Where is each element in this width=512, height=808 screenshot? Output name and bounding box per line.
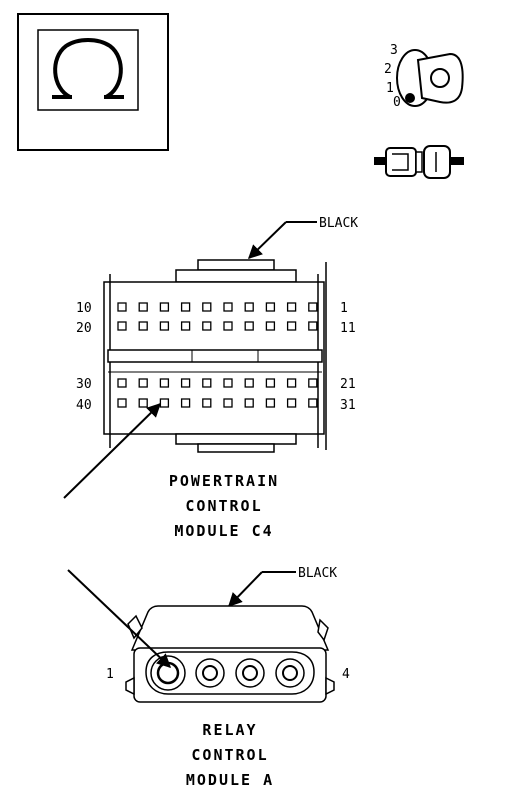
pcm-pin-cavity — [223, 398, 233, 408]
pcm-pin-cavity — [202, 378, 212, 388]
pcm-pin-cavity — [138, 321, 148, 331]
pcm-pin-cavity — [117, 321, 127, 331]
relay-connector: 1 4 — [106, 605, 350, 703]
pcm-title-line-2: CONTROL — [185, 497, 262, 515]
pcm-color-label: BLACK — [319, 216, 358, 231]
pcm-pin-cavity — [138, 302, 148, 312]
pcm-pin-cavity — [138, 378, 148, 388]
pcm-pin-cavity — [159, 302, 170, 312]
relay-pin-1 — [150, 655, 186, 691]
relay-pin-pointer-arrow — [67, 569, 172, 668]
pcm-pin-cavity — [159, 378, 170, 388]
pcm-pin-cavity — [308, 302, 318, 312]
pcm-pin-cavity — [180, 398, 191, 408]
pcm-pin-cavity — [202, 302, 212, 312]
pcm-pin-cavity — [180, 378, 191, 388]
pcm-pin-cavity — [138, 398, 148, 408]
key-position-3: 3 — [390, 43, 398, 58]
pcm-pin-cavity — [244, 302, 254, 312]
pin-label-11: 11 — [340, 321, 356, 336]
relay-pin-4 — [275, 658, 305, 688]
relay-title-line-2: CONTROL — [191, 746, 268, 764]
pin-label-20: 20 — [76, 321, 92, 336]
pcm-pin-cavity — [286, 321, 297, 331]
pcm-title-line-1: POWERTRAIN — [169, 472, 279, 490]
relay-pin-3 — [235, 658, 265, 688]
relay-title-line-1: RELAY — [202, 721, 257, 739]
pcm-pin-cavity — [117, 378, 127, 388]
pcm-pin-cavity — [180, 302, 191, 312]
pin-label-10: 10 — [76, 301, 92, 316]
relay-pin-label-4: 4 — [342, 667, 350, 682]
relay-color-label: BLACK — [298, 566, 337, 581]
relay-pin-label-1: 1 — [106, 667, 114, 682]
pin-label-40: 40 — [76, 398, 92, 413]
pcm-pin-cavity — [265, 398, 276, 408]
key-position-1: 1 — [386, 81, 394, 96]
pcm-pin-grid — [117, 302, 318, 408]
pcm-connector — [103, 259, 327, 453]
pcm-pin-cavity — [180, 321, 191, 331]
pcm-pin-cavity — [265, 378, 276, 388]
pcm-pin-cavity — [286, 398, 297, 408]
ignition-key-icon: 3 2 1 0 — [384, 43, 464, 110]
pcm-pin-cavity — [286, 378, 297, 388]
pcm-pin-cavity — [159, 321, 170, 331]
pin-label-30: 30 — [76, 377, 92, 392]
pcm-title-line-3: MODULE C4 — [174, 522, 273, 540]
relay-pin-2 — [195, 658, 225, 688]
pcm-pin-cavity — [286, 302, 297, 312]
pcm-pin-cavity — [244, 398, 254, 408]
pcm-color-callout: BLACK — [247, 216, 358, 259]
connector-icon — [374, 145, 464, 179]
relay-title-line-3: MODULE A — [186, 771, 274, 789]
pcm-pin-cavity — [202, 321, 212, 331]
pcm-pin-cavity — [223, 302, 233, 312]
pcm-pin-cavity — [117, 302, 127, 312]
key-position-2: 2 — [384, 62, 392, 77]
pcm-pin-cavity — [308, 321, 318, 331]
pcm-pin-cavity — [308, 378, 318, 388]
pcm-pin-labels: 10 20 30 40 1 11 21 31 — [76, 301, 356, 413]
pcm-pin-cavity — [265, 321, 276, 331]
ohmmeter-symbol-box — [17, 13, 169, 151]
pin-label-31: 31 — [340, 398, 356, 413]
key-position-0: 0 — [393, 95, 401, 110]
pcm-pin-pointer-arrow — [63, 403, 162, 499]
pcm-title: POWERTRAIN CONTROL MODULE C4 — [169, 472, 279, 540]
pin-label-21: 21 — [340, 377, 356, 392]
pcm-pin-cavity — [244, 378, 254, 388]
pcm-pin-cavity — [223, 321, 233, 331]
pcm-pin-cavity — [265, 302, 276, 312]
ohm-icon — [52, 38, 124, 99]
relay-color-callout: BLACK — [228, 566, 337, 608]
pin-label-1: 1 — [340, 301, 348, 316]
pcm-pin-cavity — [159, 398, 170, 408]
pcm-pin-cavity — [308, 398, 318, 408]
pcm-pin-cavity — [117, 398, 127, 408]
relay-title: RELAY CONTROL MODULE A — [186, 721, 274, 789]
pcm-pin-cavity — [244, 321, 254, 331]
pcm-pin-cavity — [202, 398, 212, 408]
pcm-pin-cavity — [223, 378, 233, 388]
